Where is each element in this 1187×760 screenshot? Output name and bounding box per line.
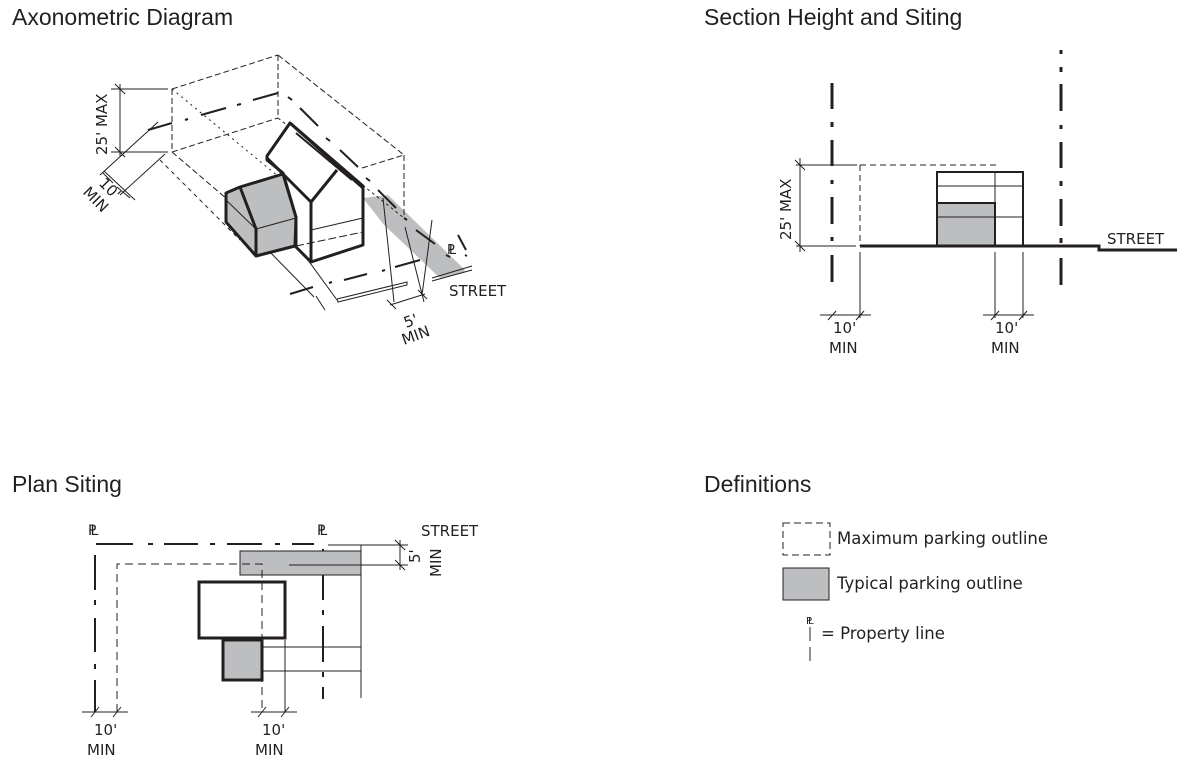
- axo-street-label: STREET: [449, 282, 507, 300]
- axo-height-label: 25' MAX: [93, 94, 111, 155]
- section-left-setback-value: 10': [833, 319, 856, 337]
- section-right-setback-value: 10': [995, 319, 1018, 337]
- legend-typical-parking-label: Typical parking outline: [837, 574, 1023, 593]
- definitions-title: Definitions: [704, 471, 812, 497]
- property-line-icon-text: PL: [806, 616, 814, 627]
- axo-front-setback-value: 5': [401, 310, 420, 332]
- legend-property-line-prefix: =: [821, 624, 841, 643]
- plan-front-setback-value: 5': [406, 549, 424, 563]
- section-street-label: STREET: [1107, 230, 1165, 248]
- axo-front-dimension: [382, 197, 433, 310]
- section-max-envelope: [859, 164, 996, 246]
- section-setback-dimensions: [820, 252, 1034, 321]
- legend-property-line-label: = Property line: [821, 624, 945, 643]
- axo-property-line: [147, 92, 468, 295]
- plan-left-setback-unit: MIN: [87, 741, 116, 759]
- section-right-setback-unit: MIN: [991, 339, 1020, 357]
- section-left-setback-unit: MIN: [829, 339, 858, 357]
- legend-property-line-text: Property line: [840, 624, 945, 643]
- axonometric-title: Axonometric Diagram: [12, 4, 234, 30]
- plan-guide-lines: [82, 539, 408, 718]
- property-line-icon: PL: [806, 616, 818, 661]
- gray-box-icon: [782, 567, 830, 601]
- axo-driveway-fill-2: [366, 195, 465, 277]
- plan-left-setback-value: 10': [94, 721, 117, 739]
- plan-mid-setback-unit: MIN: [255, 741, 284, 759]
- section-garage: [936, 202, 996, 247]
- plan-mid-setback-value: 10': [262, 721, 285, 739]
- plan-driveway: [239, 550, 362, 576]
- plan-street-label: STREET: [421, 522, 479, 540]
- axo-house: [265, 121, 365, 264]
- section-height-label: 25' MAX: [777, 179, 795, 240]
- section-height-dimension: [794, 158, 857, 252]
- legend-max-parking-label: Maximum parking outline: [837, 529, 1049, 548]
- section-title: Section Height and Siting: [704, 4, 963, 30]
- plan-front-setback-unit: MIN: [427, 548, 445, 577]
- section-floor-lines: [937, 172, 1023, 218]
- plan-garage: [221, 638, 264, 682]
- axo-height-dimension: [99, 83, 168, 201]
- dashed-box-icon: [782, 522, 831, 556]
- plan-house: [197, 580, 287, 640]
- plan-title: Plan Siting: [12, 471, 122, 497]
- section-ground-line: [860, 244, 1177, 252]
